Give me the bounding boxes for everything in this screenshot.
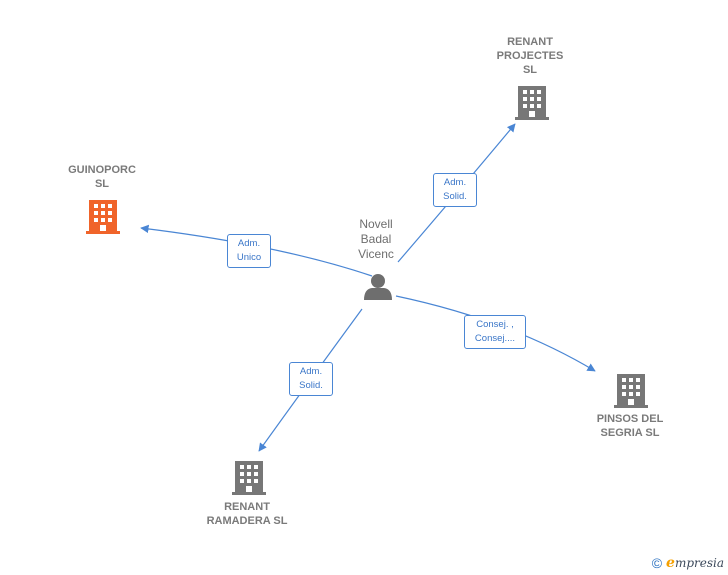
building-icon-guinoporc[interactable] <box>86 200 120 234</box>
building-icon-pinsos[interactable] <box>614 374 648 408</box>
company-label-guinoporc[interactable]: GUINOPORC SL <box>68 164 136 190</box>
person-label[interactable]: Novell Badal Vicenc <box>358 217 394 261</box>
edge-label-renant-projectes: Adm. Solid. <box>433 173 477 207</box>
copyright-icon: © <box>651 555 663 571</box>
person-icon[interactable] <box>364 274 392 300</box>
edge-label-pinsos: Consej. , Consej.... <box>464 315 526 349</box>
company-label-renant-ramadera[interactable]: RENANT RAMADERA SL <box>206 501 288 527</box>
building-icon-renant-ramadera[interactable] <box>232 461 266 495</box>
edge-label-guinoporc: Adm. Unico <box>227 234 271 268</box>
footer-brand: © empresia <box>652 555 724 571</box>
company-label-pinsos[interactable]: PINSOS DEL SEGRIA SL <box>596 413 664 439</box>
company-label-renant-projectes[interactable]: RENANT PROJECTES SL <box>496 36 564 76</box>
brand-logo[interactable]: empresia <box>666 555 724 571</box>
building-icon-renant-projectes[interactable] <box>515 86 549 120</box>
edge-label-renant-ramadera: Adm. Solid. <box>289 362 333 396</box>
